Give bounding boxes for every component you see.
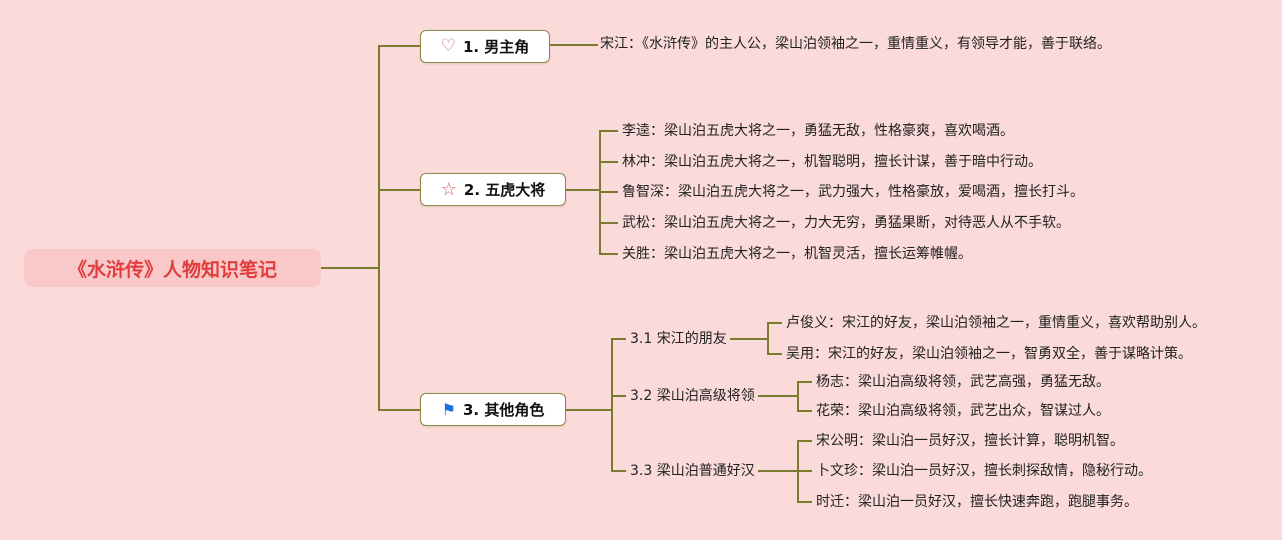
leaf-node[interactable]: 鲁智深：梁山泊五虎大将之一，武力强大，性格豪放，爱喝酒，擅长打斗。 [622,184,1084,200]
flag-icon: ⚑ [441,399,456,419]
branch-node-1[interactable]: ♡ 1. 男主角 [420,30,550,63]
leaf-node[interactable]: 宋公明：梁山泊一员好汉，擅长计算，聪明机智。 [816,433,1124,449]
leaf-node[interactable]: 卢俊义：宋江的好友，梁山泊领袖之一，重情重义，喜欢帮助别人。 [786,315,1206,331]
connector-line [730,338,768,340]
leaf-node[interactable]: 花荣：梁山泊高级将领，武艺出众，智谋过人。 [816,403,1110,419]
leaf-node[interactable]: 吴用：宋江的好友，梁山泊领袖之一，智勇双全，善于谋略计策。 [786,346,1192,362]
group-node[interactable]: 3.3 梁山泊普通好汉 [630,463,755,479]
leaf-node[interactable]: 林冲：梁山泊五虎大将之一，机智聪明，擅长计谋，善于暗中行动。 [622,154,1042,170]
connector-line [550,44,598,46]
leaf-node[interactable]: 时迁：梁山泊一员好汉，擅长快速奔跑，跑腿事务。 [816,494,1138,510]
group-node[interactable]: 3.2 梁山泊高级将领 [630,388,755,404]
connector-line [600,191,618,193]
connector-line [798,381,812,383]
connector-line [768,322,782,324]
root-label: 《水浒传》人物知识笔记 [67,258,277,281]
root-node[interactable]: 《水浒传》人物知识笔记 [24,249,321,287]
branch-label: 3. 其他角色 [462,401,545,419]
branch-label: 2. 五虎大将 [463,181,546,199]
connector-line [798,501,812,503]
leaf-node[interactable]: 武松：梁山泊五虎大将之一，力大无穷，勇猛果断，对待恶人从不手软。 [622,215,1070,231]
leaf-node[interactable]: 宋江：《水浒传》的主人公，梁山泊领袖之一，重情重义，有领导才能，善于联络。 [600,36,1111,52]
connector-line [378,46,380,411]
connector-line [758,395,798,397]
leaf-node[interactable]: 李逵：梁山泊五虎大将之一，勇猛无敌，性格豪爽，喜欢喝酒。 [622,123,1014,139]
branch-node-3[interactable]: ⚑ 3. 其他角色 [420,393,566,426]
connector-line [600,253,618,255]
connector-line [798,440,812,442]
connector-line [767,322,769,355]
connector-line [566,189,600,191]
branch-label: 1. 男主角 [462,38,530,56]
connector-line [612,338,626,340]
connector-line [600,161,618,163]
connector-line [758,470,798,472]
connector-line [378,189,420,191]
connector-line [612,470,626,472]
leaf-node[interactable]: 卜文珍：梁山泊一员好汉，擅长刺探敌情，隐秘行动。 [816,463,1152,479]
connector-line [600,222,618,224]
connector-line [612,395,626,397]
connector-line [378,409,420,411]
branch-node-2[interactable]: ☆ 2. 五虎大将 [420,173,566,206]
connector-line [798,470,812,472]
connector-line [566,409,612,411]
connector-line [798,410,812,412]
heart-icon: ♡ [440,36,456,56]
group-node[interactable]: 3.1 宋江的朋友 [630,331,727,347]
connector-line [320,267,378,269]
connector-line [378,45,420,47]
leaf-node[interactable]: 杨志：梁山泊高级将领，武艺高强，勇猛无敌。 [816,374,1110,390]
connector-line [768,353,782,355]
leaf-node[interactable]: 关胜：梁山泊五虎大将之一，机智灵活，擅长运筹帷幄。 [622,246,972,262]
connector-line [600,130,618,132]
connector-line [797,381,799,412]
star-icon: ☆ [440,178,457,200]
connector-line [611,338,613,472]
